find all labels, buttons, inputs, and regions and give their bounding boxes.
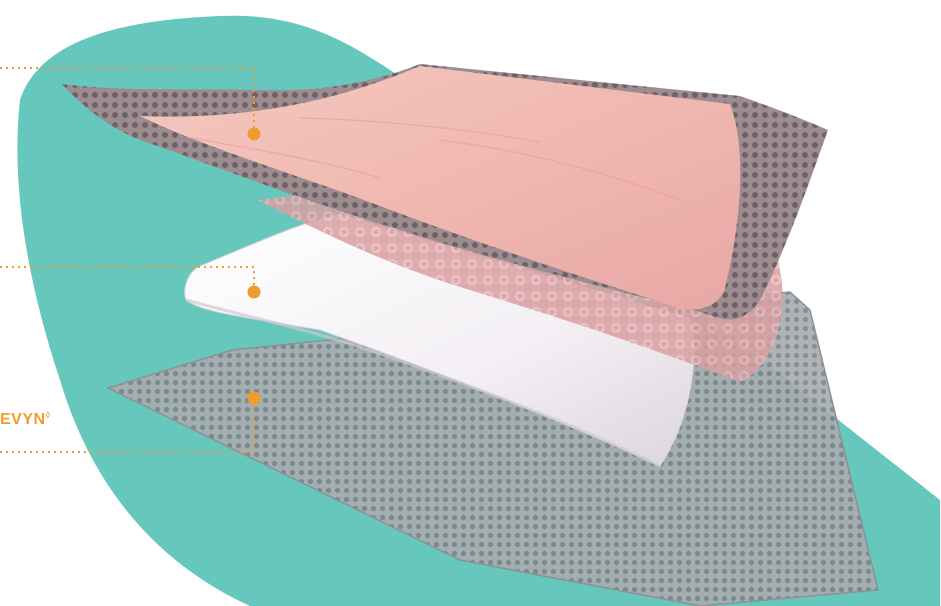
bottom-layer-label-text: EVYN (0, 411, 46, 428)
bottom-layer-label: EVYN◊ (0, 410, 51, 429)
diamond-mark: ◊ (46, 410, 51, 420)
